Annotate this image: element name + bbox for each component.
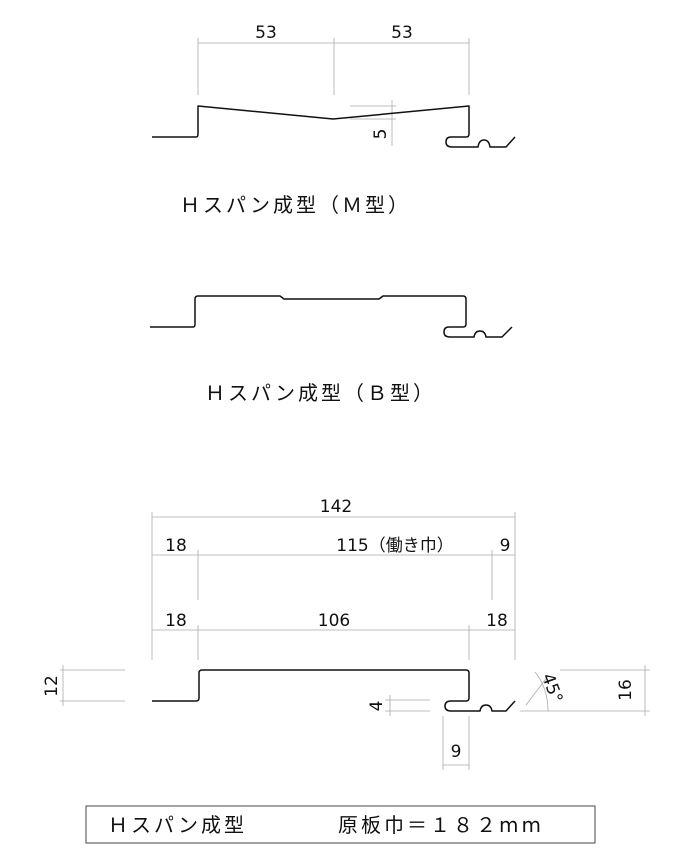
dim-angle: 45° (537, 671, 566, 706)
dim-row3-right: 18 (486, 611, 508, 631)
dim-working-width: 115（働き巾） (336, 536, 453, 556)
footer-name: Ｈスパン成型 (108, 813, 247, 837)
b-type-title: Ｈスパン成型（Ｂ型） (205, 381, 436, 405)
dim-row3-mid: 106 (318, 611, 350, 631)
b-type-profile (150, 295, 513, 338)
footer-spec: 原板巾＝１８２mm (338, 813, 544, 837)
m-type-profile (152, 105, 516, 148)
m-type-title: Ｈスパン成型（Ｍ型） (180, 193, 411, 217)
dim-row3-left: 18 (165, 611, 187, 631)
detail-profile (152, 669, 516, 712)
dim-row2-left: 18 (165, 536, 187, 556)
dim-height: 12 (42, 675, 62, 697)
dim-hook-width: 9 (451, 742, 462, 762)
m-dim-left: 53 (255, 23, 277, 43)
dim-total: 142 (320, 497, 352, 517)
m-dim-depth: 5 (371, 129, 391, 140)
dim-total-height: 16 (616, 679, 636, 701)
footer-box (85, 805, 596, 844)
dim-row2-right: 9 (500, 536, 511, 556)
m-dim-right: 53 (391, 23, 413, 43)
m-type-dimensions: 53 53 5 (197, 23, 470, 146)
dim-hook-height: 4 (367, 701, 387, 712)
detail-dimensions: 142 18 115（働き巾） 9 18 106 18 12 4 9 45° 1… (42, 497, 650, 770)
